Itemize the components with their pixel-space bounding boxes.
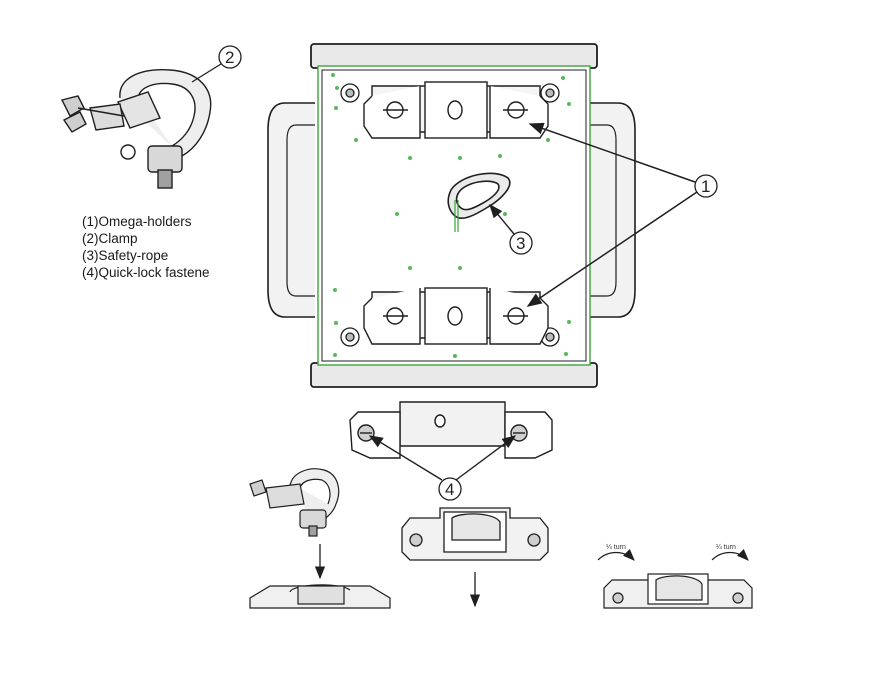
step1-assembly — [249, 584, 391, 609]
legend-item-clamp: (2)Clamp — [82, 231, 138, 246]
right-handle — [588, 102, 636, 318]
legend-item-omega-holders: (1)Omega-holders — [82, 214, 192, 229]
omega-holder-detail — [349, 401, 553, 459]
callout-4: 4 — [368, 435, 517, 501]
top-cap — [310, 43, 598, 69]
svg-text:¼ turn: ¼ turn — [716, 544, 736, 551]
svg-text:2: 2 — [225, 48, 234, 67]
fixture-housing — [267, 43, 636, 388]
omega-holder-bottom — [363, 287, 549, 345]
step3-turn-right: ¼ turn — [711, 544, 749, 561]
left-handle — [267, 102, 315, 318]
bottom-cap — [310, 362, 598, 388]
callout-1: 1 — [526, 122, 718, 307]
step1-clamp — [249, 468, 340, 537]
parts-legend: (1)Omega-holders (2)Clamp (3)Safety-rope… — [82, 213, 232, 281]
svg-text:¼ turn: ¼ turn — [606, 544, 626, 551]
svg-text:4: 4 — [445, 480, 454, 499]
legend-item-quick-lock-fastener: (4)Quick-lock fastene — [82, 265, 210, 280]
callout-3: 3 — [489, 203, 533, 255]
clamp-illustration-top — [60, 69, 212, 189]
callout-2: 2 — [191, 45, 242, 83]
svg-text:3: 3 — [516, 234, 525, 253]
step3-turn-left: ¼ turn — [597, 544, 635, 561]
step3-assembly — [603, 573, 753, 609]
legend-item-safety-rope: (3)Safety-rope — [82, 248, 169, 263]
omega-holder-top — [363, 81, 549, 139]
svg-text:1: 1 — [701, 177, 710, 196]
safety-rope-eyelet — [447, 172, 511, 232]
step2-omega-clamp — [401, 507, 549, 561]
